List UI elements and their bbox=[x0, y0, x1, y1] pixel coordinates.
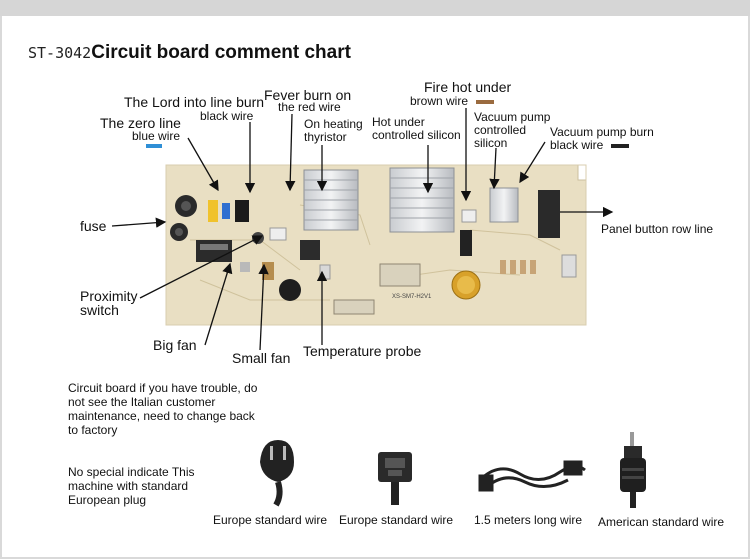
caption-long-wire: 1.5 meters long wire bbox=[474, 513, 583, 527]
silicon-heatsink bbox=[389, 167, 455, 233]
iec-connector-icon bbox=[378, 452, 412, 505]
label-lord-line: The Lord into line burn bbox=[124, 94, 265, 110]
blue-wire-swatch bbox=[146, 144, 162, 148]
brown-wire-swatch bbox=[476, 100, 494, 104]
coiled-cord-icon bbox=[478, 460, 586, 492]
caption-europe-wire-1: Europe standard wire bbox=[213, 513, 328, 527]
model-number: ST-3042 bbox=[28, 44, 92, 62]
note-trouble: Circuit board if you have trouble, do no… bbox=[68, 381, 258, 437]
note-plug: No special indicate This machine with st… bbox=[68, 465, 195, 507]
label-vacuum-silicon: silicon bbox=[474, 136, 508, 150]
chart-title: Circuit board comment chart bbox=[91, 42, 351, 63]
label-hot-under: Hot under bbox=[372, 115, 425, 129]
label-fuse: fuse bbox=[80, 218, 107, 234]
pcb-board bbox=[165, 164, 587, 326]
label-thyristor: thyristor bbox=[304, 130, 347, 144]
label-fever-burn: Fever burn on bbox=[264, 87, 352, 103]
top-bar bbox=[0, 0, 750, 16]
label-controlled-silicon: controlled silicon bbox=[372, 128, 461, 142]
label-panel-button: Panel button row line bbox=[601, 222, 714, 236]
label-vacuum-pump-burn: Vacuum pump burn bbox=[550, 125, 654, 139]
caption-europe-wire-2: Europe standard wire bbox=[339, 513, 454, 527]
label-on-heating: On heating bbox=[304, 117, 363, 131]
page-title: ST-3042Circuit board comment chart bbox=[28, 42, 351, 64]
middle-components bbox=[240, 240, 375, 315]
label-big-fan: Big fan bbox=[153, 337, 197, 353]
thyristor-heatsink bbox=[303, 169, 359, 231]
label-red-wire: the red wire bbox=[278, 100, 341, 114]
label-fire-hot: Fire hot under bbox=[424, 79, 512, 95]
fuse-area bbox=[170, 195, 287, 262]
label-brown-wire: brown wire bbox=[410, 94, 469, 108]
schuko-plug-icon bbox=[260, 440, 294, 507]
label-black-wire: black wire bbox=[200, 109, 254, 123]
label-blue-wire: blue wire bbox=[132, 129, 181, 143]
caption-american-wire: American standard wire bbox=[598, 515, 725, 529]
us-plug-icon bbox=[620, 432, 646, 508]
right-components bbox=[379, 187, 577, 300]
black-wire-swatch bbox=[611, 144, 629, 148]
label-zero-line: The zero line bbox=[100, 115, 181, 131]
label-temp-probe: Temperature probe bbox=[303, 343, 422, 359]
label-vacuum-black-wire: black wire bbox=[550, 138, 604, 152]
label-vacuum-controlled: controlled bbox=[474, 123, 527, 137]
board-model-print: XS-SM7-H2V1 bbox=[392, 294, 432, 300]
label-switch: switch bbox=[80, 302, 119, 318]
annotation-arrows bbox=[111, 108, 614, 351]
label-small-fan: Small fan bbox=[232, 350, 291, 366]
label-vacuum-pump: Vacuum pump bbox=[474, 110, 551, 124]
label-proximity: Proximity bbox=[80, 288, 138, 304]
